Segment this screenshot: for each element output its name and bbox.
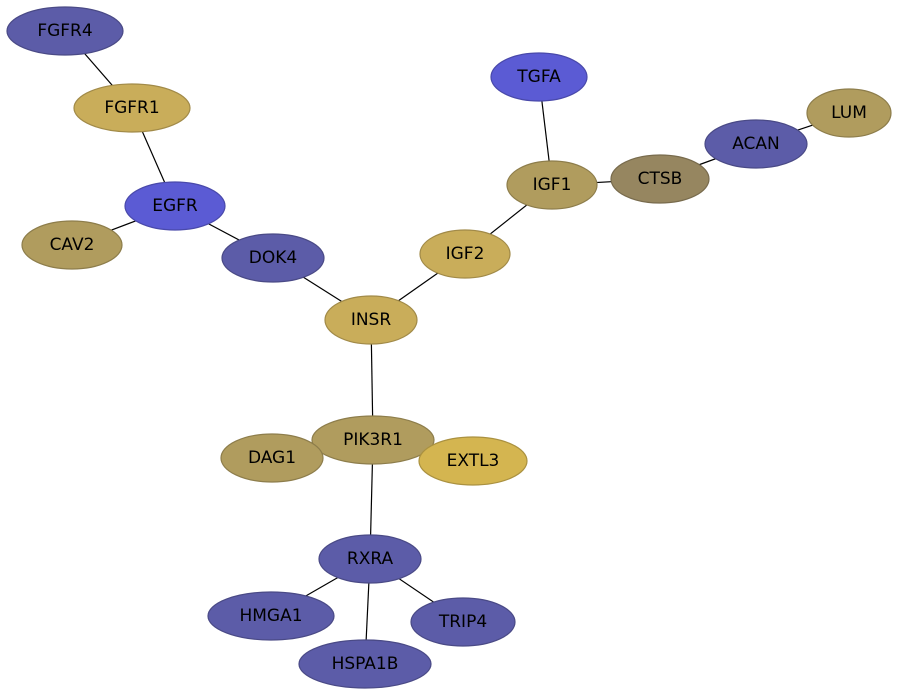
node-ellipse[interactable]: [6, 6, 124, 56]
node-insr[interactable]: INSR: [324, 295, 418, 345]
node-label: LUM: [831, 103, 867, 123]
node-label: INSR: [351, 310, 392, 330]
node-ellipse[interactable]: [490, 52, 588, 102]
node-label: IGF2: [446, 244, 485, 264]
node-ellipse[interactable]: [220, 433, 324, 483]
node-label: FGFR1: [104, 98, 159, 118]
node-label: CTSB: [638, 169, 683, 189]
node-cav2[interactable]: CAV2: [21, 220, 123, 270]
node-label: DOK4: [249, 248, 297, 268]
node-ellipse[interactable]: [311, 415, 435, 465]
node-pik3r1[interactable]: PIK3R1: [311, 415, 435, 465]
node-label: PIK3R1: [343, 430, 403, 450]
node-extl3[interactable]: EXTL3: [418, 436, 528, 486]
node-dok4[interactable]: DOK4: [221, 233, 325, 283]
node-trip4[interactable]: TRIP4: [410, 597, 516, 647]
node-ellipse[interactable]: [207, 591, 335, 641]
node-label: HMGA1: [239, 606, 302, 626]
node-label: RXRA: [347, 549, 394, 569]
node-hspa1b[interactable]: HSPA1B: [298, 639, 432, 689]
node-ellipse[interactable]: [610, 154, 710, 204]
node-egfr[interactable]: EGFR: [124, 181, 226, 231]
node-ellipse[interactable]: [124, 181, 226, 231]
node-label: IGF1: [533, 175, 572, 195]
node-fgfr1[interactable]: FGFR1: [73, 83, 191, 133]
node-label: EXTL3: [447, 451, 500, 471]
node-tgfa[interactable]: TGFA: [490, 52, 588, 102]
node-ellipse[interactable]: [318, 534, 422, 584]
node-label: ACAN: [732, 134, 780, 154]
node-label: TGFA: [516, 67, 561, 87]
node-lum[interactable]: LUM: [806, 88, 892, 138]
node-label: FGFR4: [37, 21, 92, 41]
node-ctsb[interactable]: CTSB: [610, 154, 710, 204]
node-ellipse[interactable]: [298, 639, 432, 689]
node-label: EGFR: [152, 196, 198, 216]
node-ellipse[interactable]: [418, 436, 528, 486]
node-rxra[interactable]: RXRA: [318, 534, 422, 584]
node-fgfr4[interactable]: FGFR4: [6, 6, 124, 56]
node-ellipse[interactable]: [806, 88, 892, 138]
node-igf2[interactable]: IGF2: [419, 229, 511, 279]
node-ellipse[interactable]: [410, 597, 516, 647]
node-ellipse[interactable]: [73, 83, 191, 133]
node-hmga1[interactable]: HMGA1: [207, 591, 335, 641]
node-ellipse[interactable]: [419, 229, 511, 279]
node-ellipse[interactable]: [324, 295, 418, 345]
node-label: TRIP4: [438, 612, 487, 632]
node-label: HSPA1B: [332, 654, 399, 674]
node-igf1[interactable]: IGF1: [506, 160, 598, 210]
node-acan[interactable]: ACAN: [704, 119, 808, 169]
node-label: DAG1: [248, 448, 296, 468]
node-ellipse[interactable]: [506, 160, 598, 210]
node-ellipse[interactable]: [704, 119, 808, 169]
node-ellipse[interactable]: [221, 233, 325, 283]
node-label: CAV2: [50, 235, 95, 255]
node-ellipse[interactable]: [21, 220, 123, 270]
node-dag1[interactable]: DAG1: [220, 433, 324, 483]
